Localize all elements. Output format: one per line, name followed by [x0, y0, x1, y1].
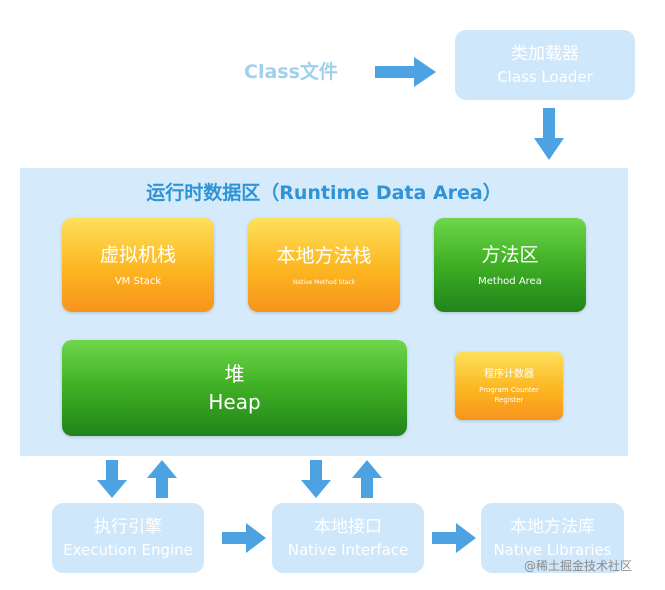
method-area-en-label: Method Area: [478, 276, 542, 287]
class-loader-box: 类加载器 Class Loader: [455, 30, 635, 100]
program-counter-register-box: 程序计数器 Program Counter Register: [455, 352, 563, 420]
arrow-classfile-to-loader: [375, 57, 436, 87]
native-method-stack-cn-label: 本地方法栈: [276, 245, 372, 267]
heap-cn-label: 堆: [224, 362, 245, 386]
native-interface-box: 本地接口 Native Interface: [272, 503, 424, 573]
arrow-execution-engine-to-runtime: [147, 460, 177, 498]
vm-stack-cn-label: 虚拟机栈: [99, 244, 176, 266]
arrow-runtime-to-execution-engine: [97, 460, 127, 498]
native-interface-cn-label: 本地接口: [314, 517, 382, 537]
native-libraries-en-label: Native Libraries: [493, 541, 612, 559]
native-method-stack-en-label: Native Method Stack: [292, 279, 356, 286]
heap-box: 堆 Heap: [62, 340, 407, 436]
runtime-data-area-title: 运行时数据区（Runtime Data Area）: [146, 182, 502, 204]
vm-stack-box: 虚拟机栈 VM Stack: [62, 218, 214, 312]
class-file-label: Class文件: [244, 61, 338, 83]
native-interface-en-label: Native Interface: [287, 541, 409, 559]
watermark-text: @稀土掘金技术社区: [524, 559, 633, 573]
native-method-stack-box: 本地方法栈 Native Method Stack: [248, 218, 400, 312]
arrow-runtime-to-native-interface: [301, 460, 331, 498]
execution-engine-en-label: Execution Engine: [63, 541, 193, 559]
program-counter-register-en-label: Program Counter Register: [479, 385, 539, 404]
method-area-cn-label: 方法区: [481, 244, 539, 266]
arrow-loader-to-runtime: [534, 108, 564, 160]
class-loader-cn-label: 类加载器: [511, 44, 579, 64]
arrow-native-interface-to-runtime: [352, 460, 382, 498]
heap-en-label: Heap: [208, 390, 261, 414]
program-counter-register-cn-label: 程序计数器: [484, 368, 534, 380]
class-loader-en-label: Class Loader: [497, 68, 593, 86]
execution-engine-box: 执行引擎 Execution Engine: [52, 503, 204, 573]
arrow-native-interface-to-native-libraries: [432, 523, 476, 553]
execution-engine-cn-label: 执行引擎: [94, 517, 162, 537]
method-area-box: 方法区 Method Area: [434, 218, 586, 312]
arrow-execution-engine-to-native-interface: [222, 523, 266, 553]
vm-stack-en-label: VM Stack: [114, 276, 162, 287]
native-libraries-box: 本地方法库 Native Libraries: [481, 503, 624, 573]
native-libraries-cn-label: 本地方法库: [510, 517, 595, 537]
